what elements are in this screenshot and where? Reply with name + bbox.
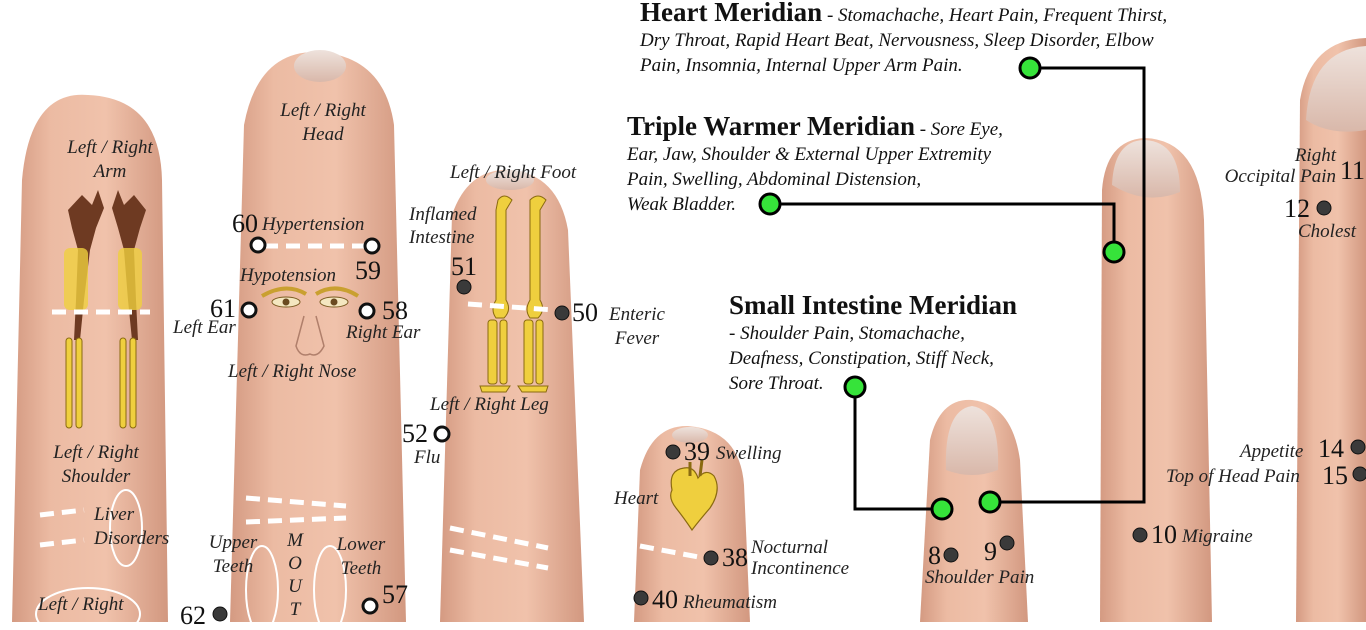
shoulder-pain-label: Shoulder Pain xyxy=(925,567,1035,588)
triple-warmer-desc-4: Weak Bladder. xyxy=(627,194,737,215)
point-9-number: 9 xyxy=(984,537,997,566)
point-40-number: 40 xyxy=(652,585,678,614)
foot-label: Left / Right Foot xyxy=(450,162,577,183)
nail-7 xyxy=(1306,46,1366,132)
leg-label: Left / Right Leg xyxy=(430,394,549,415)
heart-meridian-desc: - Stomachache, Heart Pain, Frequent Thir… xyxy=(826,5,1168,26)
face-illustration xyxy=(260,286,360,356)
nail-5 xyxy=(945,406,999,475)
rheumatism-label: Rheumatism xyxy=(683,592,777,613)
triple-warmer-desc-2: Ear, Jaw, Shoulder & External Upper Extr… xyxy=(627,144,992,165)
triple-warmer-desc-3: Pain, Swelling, Abdominal Distension, xyxy=(627,169,922,190)
triple-warmer-title: Triple Warmer Meridian xyxy=(627,111,915,141)
meridian-lines xyxy=(770,66,1146,511)
dashed-markers xyxy=(39,243,705,571)
finger-2 xyxy=(230,51,406,622)
point-12-number: 12 xyxy=(1284,194,1310,223)
right-ear-label: Right Ear xyxy=(346,322,421,343)
finger-7 xyxy=(1296,38,1366,622)
point-8-number: 8 xyxy=(928,541,941,570)
point-61-number: 61 xyxy=(210,294,236,323)
point-11-number: 11 xyxy=(1340,156,1366,185)
flu-label: Flu xyxy=(414,447,441,468)
point-58-number: 58 xyxy=(382,296,408,325)
small-intestine-title: Small Intestine Meridian xyxy=(729,290,1017,320)
point-60-number: 60 xyxy=(232,209,258,238)
outline-ovals xyxy=(35,489,347,622)
triple-warmer-block: Triple Warmer Meridian - Sore Eye, Ear, … xyxy=(627,111,1003,217)
leg-bones-illustration xyxy=(479,195,549,393)
swelling-label: Swelling xyxy=(716,443,782,464)
left-ear-label: Left Ear xyxy=(173,317,236,338)
finger-6 xyxy=(1100,138,1212,622)
heart-illustration xyxy=(670,459,718,532)
small-intestine-desc-3: Sore Throat. xyxy=(729,373,824,394)
triple-warmer-desc: - Sore Eye, xyxy=(919,119,1003,140)
heart-label: Heart xyxy=(614,488,659,509)
heart-meridian-desc-2: Dry Throat, Rapid Heart Beat, Nervousnes… xyxy=(640,30,1154,51)
heart-meridian-title: Heart Meridian xyxy=(640,0,823,27)
appetite-label: Appetite xyxy=(1240,441,1304,462)
point-39-number: 39 xyxy=(684,437,710,466)
migraine-label: Migraine xyxy=(1182,526,1253,547)
finger-3 xyxy=(440,169,584,622)
nail-2 xyxy=(294,50,346,82)
heart-meridian-desc-3: Pain, Insomnia, Internal Upper Arm Pain. xyxy=(640,55,963,76)
heart-meridian-block: Heart Meridian - Stomachache, Heart Pain… xyxy=(640,0,1167,78)
hypertension-label: Hypertension xyxy=(262,214,365,235)
nail-6 xyxy=(1112,140,1180,198)
point-14-number: 14 xyxy=(1318,434,1344,463)
point-62-number: 62 xyxy=(180,601,206,630)
point-10-number: 10 xyxy=(1151,520,1177,549)
dark-points xyxy=(212,200,1366,622)
cholest-label: Cholest xyxy=(1298,221,1357,242)
point-50-number: 50 xyxy=(572,298,598,327)
hypotension-label: Hypotension xyxy=(240,265,337,286)
arm-bones-illustration xyxy=(64,190,146,429)
hollow-points xyxy=(240,236,451,615)
nail-4 xyxy=(672,427,708,443)
point-51-number: 51 xyxy=(451,252,477,281)
small-intestine-desc-2: Deafness, Constipation, Stiff Neck, xyxy=(729,348,994,369)
top-head-pain-label: Top of Head Pain xyxy=(1166,466,1300,487)
meridian-points xyxy=(758,56,1126,521)
left-right-partial-label: Left / Right xyxy=(38,594,124,615)
point-57-number: 57 xyxy=(382,580,408,609)
small-intestine-block: Small Intestine Meridian - Shoulder Pain… xyxy=(729,290,1017,396)
point-59-number: 59 xyxy=(355,256,381,285)
small-intestine-desc: - Shoulder Pain, Stomachache, xyxy=(729,323,965,344)
point-15-number: 15 xyxy=(1322,461,1348,490)
nose-label: Left / Right Nose xyxy=(228,361,357,382)
point-38-number: 38 xyxy=(722,543,748,572)
point-52-number: 52 xyxy=(402,419,428,448)
nail-3 xyxy=(486,170,534,190)
